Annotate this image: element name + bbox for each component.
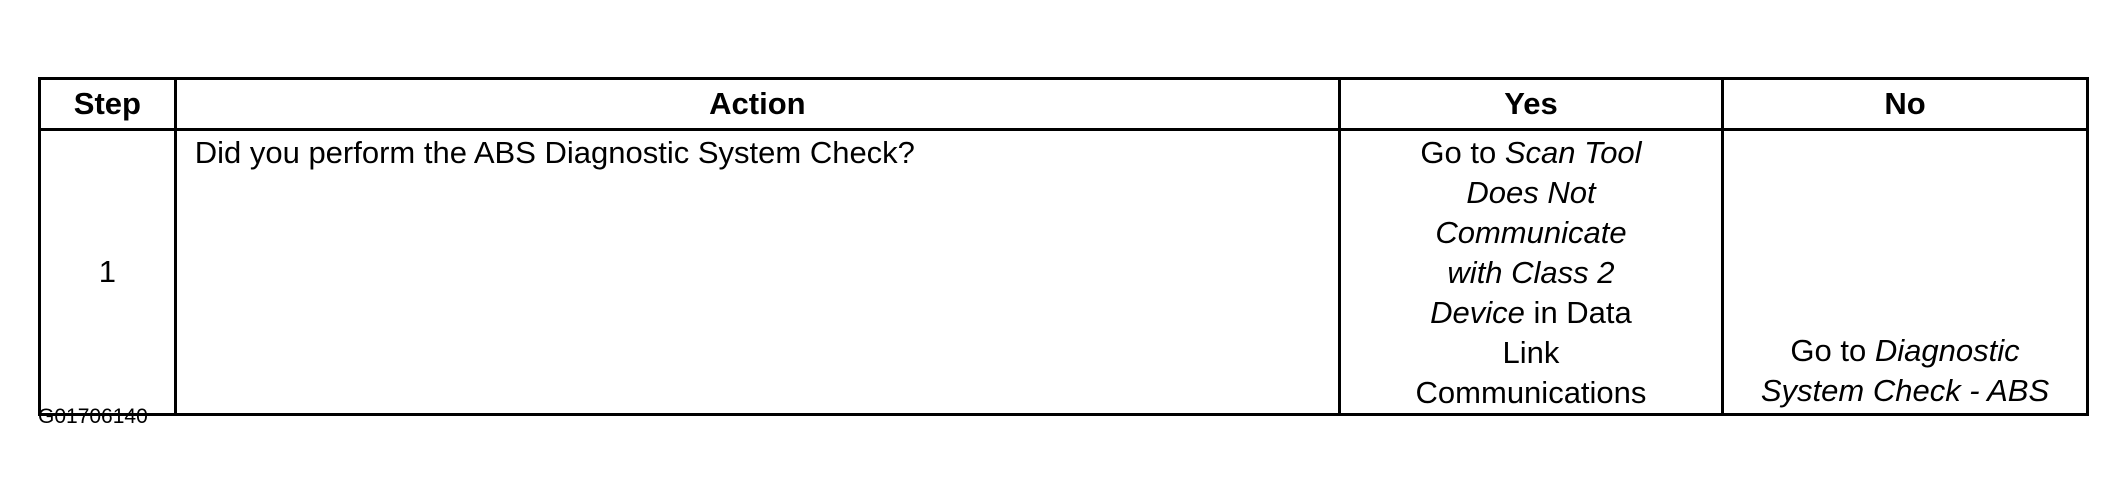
no-link[interactable]: Diagnostic System Check - ABS [1760,333,2050,408]
table-header-row: Step Action Yes No [38,77,2089,131]
no-cell: Go to Diagnostic System Check - ABS [1721,128,2089,416]
header-step: Step [38,77,177,131]
no-prefix: Go to [1790,333,1875,368]
action-text: Did you perform the ABS Diagnostic Syste… [173,128,1341,416]
table-row: 1 Did you perform the ABS Diagnostic Sys… [38,128,2089,416]
yes-link[interactable]: Scan Tool Does Not Communicate with Clas… [1430,135,1642,330]
diagnostic-table: Step Action Yes No 1 Did you perform the… [38,77,2089,416]
header-no: No [1721,77,2089,131]
yes-cell: Go to Scan Tool Does Not Communicate wit… [1337,128,1725,416]
yes-prefix: Go to [1420,135,1505,170]
header-action: Action [173,77,1341,131]
header-yes: Yes [1337,77,1725,131]
step-number: 1 [38,128,177,416]
yes-suffix: in Data Link Communications [1415,295,1647,410]
figure-id: G01706140 [38,405,148,428]
